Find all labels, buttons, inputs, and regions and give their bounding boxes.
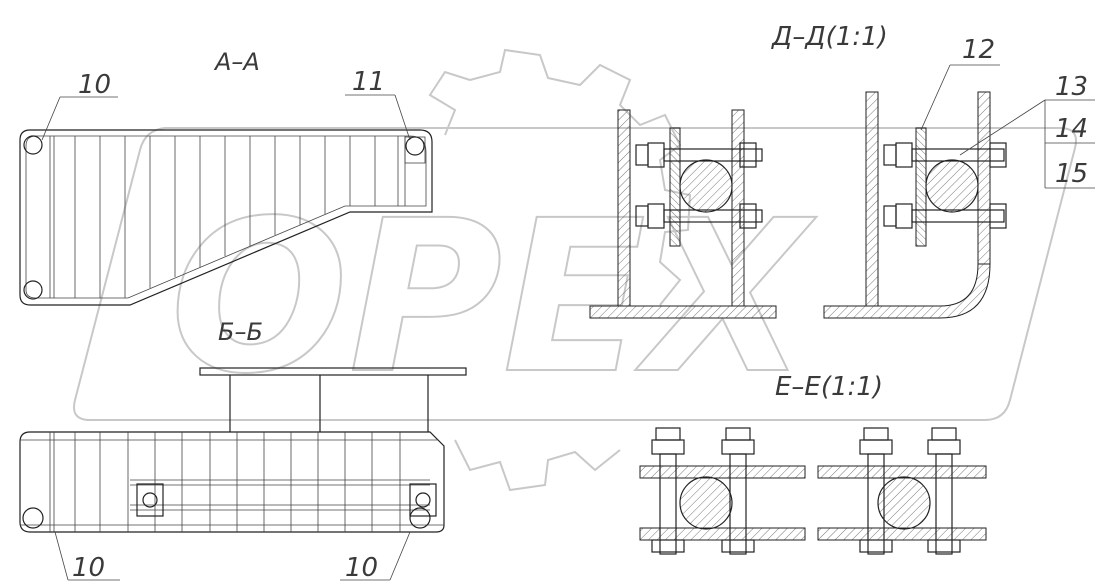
callout-dd-14: 14	[1055, 114, 1088, 144]
watermark-text: OPEX	[170, 175, 817, 420]
callout-dd-15: 15	[1055, 159, 1088, 189]
view-aa-title: А–А	[213, 48, 260, 76]
callout-bb-left-10: 10	[72, 553, 105, 583]
callout-aa-11: 11	[352, 67, 385, 97]
view-aa: А–А 10 11	[19, 48, 433, 306]
view-dd: Д–Д(1:1) 12	[589, 22, 1095, 319]
view-ee-title: Е–Е(1:1)	[775, 372, 883, 402]
tube-circle	[23, 135, 43, 155]
tube-circle	[23, 280, 43, 300]
callout-bb-right-10: 10	[345, 553, 378, 583]
tube-circle	[405, 136, 425, 156]
callout-dd-12: 12	[962, 35, 995, 65]
callout-aa-10: 10	[78, 70, 111, 100]
view-bb-title: Б–Б	[218, 318, 263, 346]
watermark-logo: OPEX	[73, 48, 1077, 492]
callout-dd-13: 13	[1055, 72, 1088, 102]
view-ee: Е–Е(1:1)	[639, 372, 987, 555]
view-bb: Б–Б 1	[19, 318, 467, 583]
view-dd-title: Д–Д(1:1)	[771, 22, 888, 52]
